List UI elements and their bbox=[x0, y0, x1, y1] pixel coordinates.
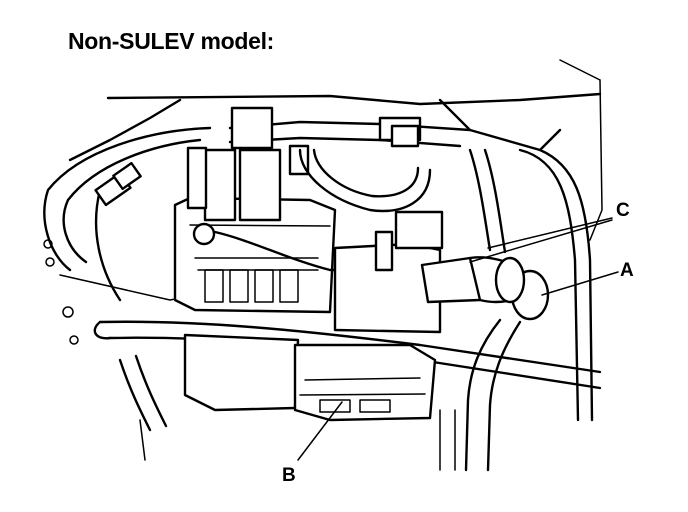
callout-label-c: C bbox=[616, 200, 630, 221]
callout-label-b: B bbox=[282, 465, 296, 486]
callout-label-a: A bbox=[620, 260, 634, 281]
diagram-title: Non-SULEV model: bbox=[68, 28, 275, 54]
